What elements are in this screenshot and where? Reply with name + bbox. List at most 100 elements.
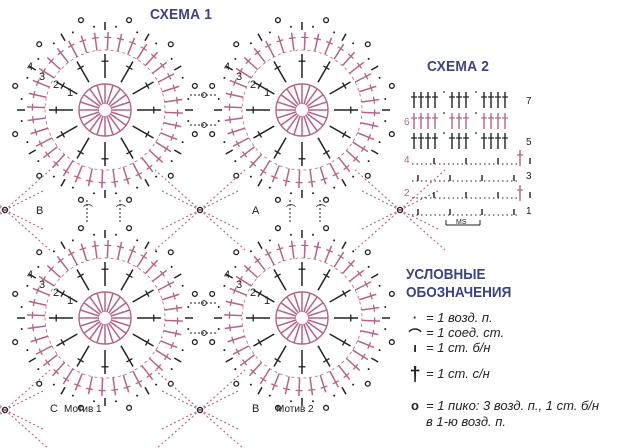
motif-round3-stitch: [228, 324, 232, 332]
motif-round3-stitch: [135, 172, 143, 177]
motif-round3-stitch: [254, 49, 261, 56]
motif-round1-stitch: [96, 293, 104, 313]
motif-round3-stitch: [129, 40, 137, 45]
motif-round3-stitch: [270, 383, 278, 388]
motif-round3-stitch: [243, 264, 259, 279]
motif-round3-stitch: [341, 259, 356, 275]
motif-round3-stitch: [276, 39, 284, 43]
motif-round2-stitch: [341, 339, 347, 346]
chain-dot: [443, 91, 445, 93]
chain-dot: [384, 306, 387, 309]
chain-dot: [378, 76, 381, 79]
motif-round3-stitch: [349, 269, 365, 282]
connecting-chain: [354, 209, 401, 251]
motif-round3-stitch: [264, 251, 272, 256]
motif-round3-stitch: [361, 319, 380, 322]
motif-round3-stitch: [127, 37, 136, 55]
chain-dot: [367, 160, 370, 163]
motif-round3-stitch: [79, 247, 87, 251]
motif-round1-stitch: [304, 114, 318, 132]
motif-round3-stitch: [164, 98, 183, 103]
motif-round1-stitch: [280, 320, 298, 334]
motif-round3-stitch: [31, 116, 35, 124]
join-letter: А: [252, 205, 260, 217]
motif-round3-stitch: [326, 40, 334, 45]
motif-round3-stitch: [123, 385, 131, 389]
motif-round4-sc: [173, 273, 182, 279]
motif-round3-stitch: [155, 141, 172, 153]
motif-round4-sc: [28, 149, 37, 155]
motif-round3-stitch: [170, 342, 175, 350]
motif-round3-stitch: [253, 47, 266, 63]
motif-round3-stitch: [140, 254, 148, 260]
motif-round2-stitch: [132, 333, 154, 347]
chain-dot: [181, 284, 184, 287]
motif-round3-stitch: [136, 251, 148, 268]
chain-dot: [20, 327, 23, 330]
motif-round4-sc: [60, 386, 66, 395]
connecting-chain: [399, 209, 441, 231]
connecting-chain: [359, 209, 401, 231]
motif-round4-sc: [144, 33, 150, 42]
motif-round4-sc: [370, 273, 379, 279]
motif-round2-stitch: [323, 357, 330, 363]
motif-round1-stitch: [286, 322, 300, 340]
motif-round3-stitch: [337, 254, 345, 260]
motif-round2-stitch: [253, 333, 275, 347]
motif-round3-stitch: [238, 275, 244, 283]
motif-round3-stitch: [80, 35, 88, 54]
chain-dot: [475, 132, 477, 134]
motif-round3-stitch: [354, 73, 372, 83]
motif-round2-stitch: [273, 61, 287, 83]
chain-dot: [71, 394, 74, 397]
legend-text: = 1 пико: 3 возд. п., 1 ст. б/н: [426, 398, 600, 413]
motif-round3-stitch: [106, 32, 109, 51]
chain-dot: [333, 394, 336, 397]
motif-round3-stitch: [360, 122, 379, 128]
motif-round3-stitch: [352, 155, 359, 162]
motif-round3-stitch: [146, 164, 153, 171]
motif-round3-stitch: [27, 117, 46, 122]
connecting-chain: [4, 169, 51, 211]
motif-round1-stitch: [110, 111, 130, 119]
motif-round2-stitch: [323, 273, 330, 279]
motif-round3-stitch: [56, 47, 69, 63]
motif-round2-stitch: [323, 149, 330, 155]
chain-dot: [26, 284, 29, 287]
picot-icon: [196, 406, 204, 414]
motif-round3-stitch: [32, 298, 36, 307]
chain-dot: [290, 400, 293, 403]
motif-round3-stitch: [117, 33, 123, 52]
motif-round3-stitch: [112, 169, 117, 188]
motif-round1-stitch: [307, 309, 327, 317]
connecting-chain: [159, 409, 201, 431]
chain-dot: [114, 25, 117, 28]
motif-round3-stitch: [276, 247, 284, 251]
chain-dot: [352, 250, 355, 253]
motif-round3-stitch: [371, 121, 375, 130]
motif-round3-stitch: [27, 106, 46, 109]
chain-dot: [37, 57, 40, 60]
motif-round3-stitch: [259, 376, 267, 382]
motif-round1-stitch: [109, 320, 127, 334]
motif-round1-stitch: [106, 85, 114, 105]
connecting-chain: [199, 169, 246, 211]
motif-round3-stitch: [144, 259, 159, 275]
motif-round3-stitch: [141, 365, 154, 381]
motif-round3-stitch: [369, 292, 373, 300]
picot-icon: [274, 196, 281, 203]
motif-round1-stitch: [307, 101, 327, 109]
motif-round2-stitch: [126, 149, 133, 155]
motif-round3-stitch: [308, 180, 316, 184]
chain-dot: [187, 306, 190, 309]
motif-round3-stitch: [284, 376, 290, 395]
motif-round3-stitch: [270, 175, 278, 180]
round-label: 4: [27, 269, 33, 281]
picot-icon: [233, 249, 240, 256]
motif-round3-base: [44, 49, 166, 171]
motif-round2-stitch: [317, 61, 331, 83]
motif-round4-sc: [60, 241, 66, 250]
picot-icon: [126, 404, 133, 411]
motif-round3-stitch: [232, 286, 237, 294]
chain-dot: [181, 141, 184, 144]
